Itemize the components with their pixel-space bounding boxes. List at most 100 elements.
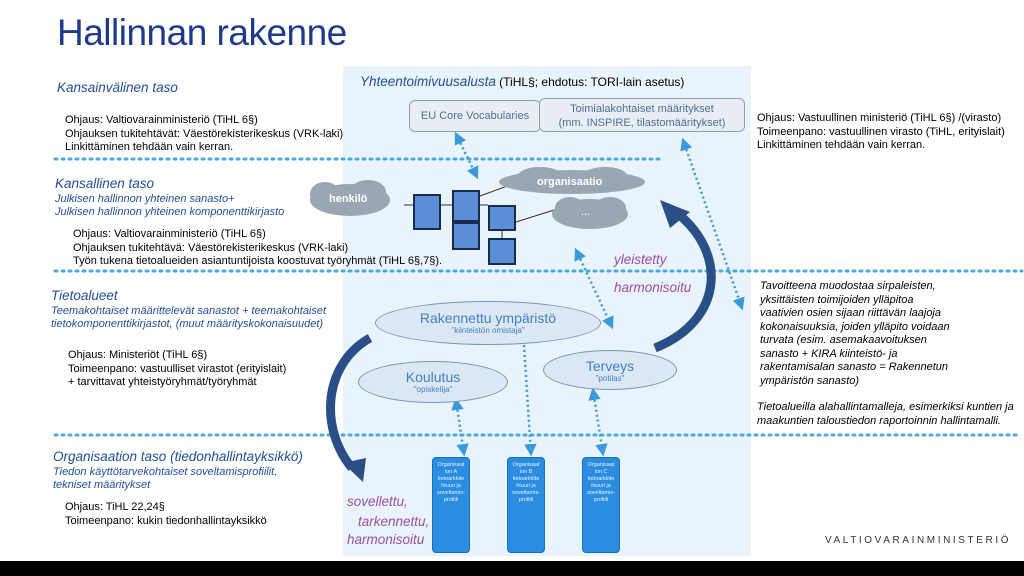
ellipse-koulutus-label: Koulutus [405, 369, 461, 385]
platform-note: (TiHL§; ehdotus: TORI-lain asetus) [495, 75, 685, 89]
ellipse-terveys: Terveys "potilas" [543, 350, 677, 390]
domain-specs-sub: (mm. INSPIRE, tilastomääritykset) [558, 117, 726, 129]
cloud-more-label: ... [581, 206, 591, 218]
org-doc-b: Organisaat ion B tietoarkkite htuuri ja … [507, 457, 545, 553]
org-chart-node [488, 238, 516, 265]
cloud-henkilo-shape [310, 180, 390, 216]
doc-line: ion C [594, 469, 608, 475]
doc-line: soveltamis- [587, 490, 615, 496]
platform-title: Yhteentoimivuusalusta [360, 74, 496, 89]
doc-line: tietoarkkite [437, 476, 465, 482]
right-mid-text: Tavoitteena muodostaa sirpaleisten, yksi… [760, 280, 950, 388]
text-line: Teemakohtaiset määrittelevät sanastot + … [51, 305, 327, 317]
curved-arrow-up-head [660, 200, 690, 228]
footer-bar [0, 561, 1024, 576]
doc-line: tietoarkkite [512, 476, 540, 482]
international-text: Ohjaus: Valtiovarainministeriö (TiHL 6§)… [65, 114, 343, 155]
text-line: Linkittäminen tehdään vain kerran. [757, 139, 926, 151]
doc-line: htuuri ja [441, 483, 461, 489]
text-line: Julkisen hallinnon yhteinen sanasto+ [55, 193, 235, 205]
org-doc-c: Organisaat ion C tietoarkkite htuuri ja … [582, 457, 620, 553]
domain-specs-box: Toimialakohtaiset määritykset (mm. INSPI… [539, 98, 745, 132]
doc-line: Organisaat [587, 462, 615, 468]
cloud-henkilo-label: henkilö [329, 193, 368, 205]
curved-arrow-down-head [343, 458, 366, 482]
org-doc-a: Organisaat ion A tietoarkkite htuuri ja … [432, 457, 470, 553]
ellipse-koulutus: Koulutus "opiskelija" [358, 361, 508, 403]
label-yleistetty: yleistetty [614, 252, 667, 267]
org-chart-node [488, 205, 516, 231]
text-line: yksittäisten toimijoiden ylläpitoa [760, 293, 914, 306]
text-line: Linkittäminen tehdään vain kerran. [65, 141, 234, 153]
text-line: Ohjaus: Ministeriöt (TiHL 6§) [68, 349, 208, 361]
link-arrow-eu-org [454, 131, 479, 180]
link-arrow-koulutus-doc [451, 397, 469, 457]
domains-heading: Tietoalueet [51, 288, 118, 303]
text-line: kokonaisuuksia, joiden ylläpito voidaan [760, 320, 950, 333]
national-heading: Kansallinen taso [55, 176, 155, 191]
domains-sub: Teemakohtaiset määrittelevät sanastot + … [51, 305, 326, 331]
national-sub: Julkisen hallinnon yhteinen sanasto+ Jul… [55, 193, 284, 219]
link-arrow-national-rakennettu [574, 247, 614, 330]
doc-line: htuuri ja [591, 483, 611, 489]
doc-line: Organisaat [437, 462, 465, 468]
text-line: vaativien osien sijaan riittävän laajoja [760, 307, 941, 319]
doc-line: htuuri ja [516, 483, 536, 489]
cloud-organisaatio-label: organisaatio [537, 176, 603, 188]
text-line: sanasto + KIRA kiinteistö- ja [760, 347, 898, 360]
doc-line: tietoarkkite [587, 476, 615, 482]
text-line: rakentamisalan sanasto = Rakennetun [760, 361, 949, 373]
text-line: + tarvittavat yhteistyöryhmät/työryhmät [68, 376, 257, 388]
text-line: turvata (esim. asemakaavoituksen [760, 334, 927, 346]
text-line: Toimeenpano: vastuulliset virastot (erit… [68, 362, 287, 375]
doc-line: Organisaat [512, 462, 540, 468]
eu-core-label: EU Core Vocabularies [420, 110, 530, 122]
curved-arrow-down [326, 334, 373, 471]
doc-line: soveltamis- [512, 490, 540, 496]
label-harmonisoitu: harmonisoitu [614, 280, 692, 295]
org-chart-node [452, 222, 480, 250]
doc-line: profiili [593, 497, 609, 503]
curved-arrow-up [653, 206, 716, 353]
text-line: ympäristön sanasto) [760, 374, 860, 387]
label-sovellettu: sovellettu, [347, 494, 408, 509]
platform-label: Yhteentoimivuusalusta (TiHL§; ehdotus: T… [360, 74, 684, 89]
right-top-text: Ohjaus: Vastuullinen ministeriö (TiHL 6§… [757, 112, 1005, 153]
ellipse-koulutus-sub: "opiskelija" [413, 385, 453, 394]
label-harmonisoitu-bottom: harmonisoitu [347, 532, 425, 547]
text-line: Ohjauksen tukitehtävä: Väestörekisterike… [73, 241, 349, 254]
right-bottom-text: Tietoalueilla alahallintamalleja, esimer… [757, 401, 1014, 428]
text-line: Ohjaus: Valtiovarainministeriö (TiHL 6§) [73, 228, 266, 240]
link-arrow-rakennettu-doc [517, 327, 537, 457]
org-chart-node [452, 190, 480, 222]
cloud-organisaatio-shape [499, 167, 645, 194]
ellipse-terveys-label: Terveys [585, 358, 635, 374]
text-line: tekniset määritykset [53, 479, 151, 491]
national-text: Ohjaus: Valtiovarainministeriö (TiHL 6§)… [73, 228, 442, 269]
eu-core-box: EU Core Vocabularies [409, 100, 541, 132]
ministry-logo: VALTIOVARAINMINISTERIÖ [825, 535, 1012, 546]
org-chart-node [413, 194, 441, 230]
doc-line: ion B [519, 469, 533, 475]
link-arrow-terveys-doc [588, 387, 608, 457]
text-line: Tiedon käyttötarvekohtaiset soveltamispr… [53, 466, 278, 478]
doc-line: ion A [444, 469, 458, 475]
ellipse-rakennettu-label: Rakennettu ympäristö [419, 310, 557, 326]
text-line: maakuntien taloustiedon raportoinnin hal… [757, 414, 1001, 427]
organisation-sub: Tiedon käyttötarvekohtaiset soveltamispr… [53, 466, 277, 492]
ellipse-rakennettu: Rakennettu ympäristö "kiinteistön omista… [375, 301, 601, 345]
doc-line: profiili [443, 497, 459, 503]
ellipse-terveys-sub: "potilas" [595, 374, 625, 383]
label-tarkennettu: tarkennettu, [358, 514, 430, 529]
organisation-text: Ohjaus: TiHL 22,24§ Toimeenpano: kukin t… [65, 501, 267, 528]
text-line: Ohjaus: TiHL 22,24§ [65, 501, 165, 513]
organisation-heading: Organisaation taso (tiedonhallintayksikk… [53, 449, 303, 464]
ellipse-rakennettu-sub: "kiinteistön omistaja" [451, 326, 525, 335]
text-line: Ohjaus: Vastuullinen ministeriö (TiHL 6§… [757, 112, 1002, 124]
domains-text: Ohjaus: Ministeriöt (TiHL 6§) Toimeenpan… [68, 349, 286, 390]
text-line: Tavoitteena muodostaa sirpaleisten, [760, 280, 936, 292]
text-line: Ohjauksen tukitehtävät: Väestörekisterik… [65, 127, 344, 140]
text-line: Tietoalueilla alahallintamalleja, esimer… [757, 401, 1014, 413]
text-line: Julkisen hallinnon yhteinen komponenttik… [55, 206, 285, 218]
